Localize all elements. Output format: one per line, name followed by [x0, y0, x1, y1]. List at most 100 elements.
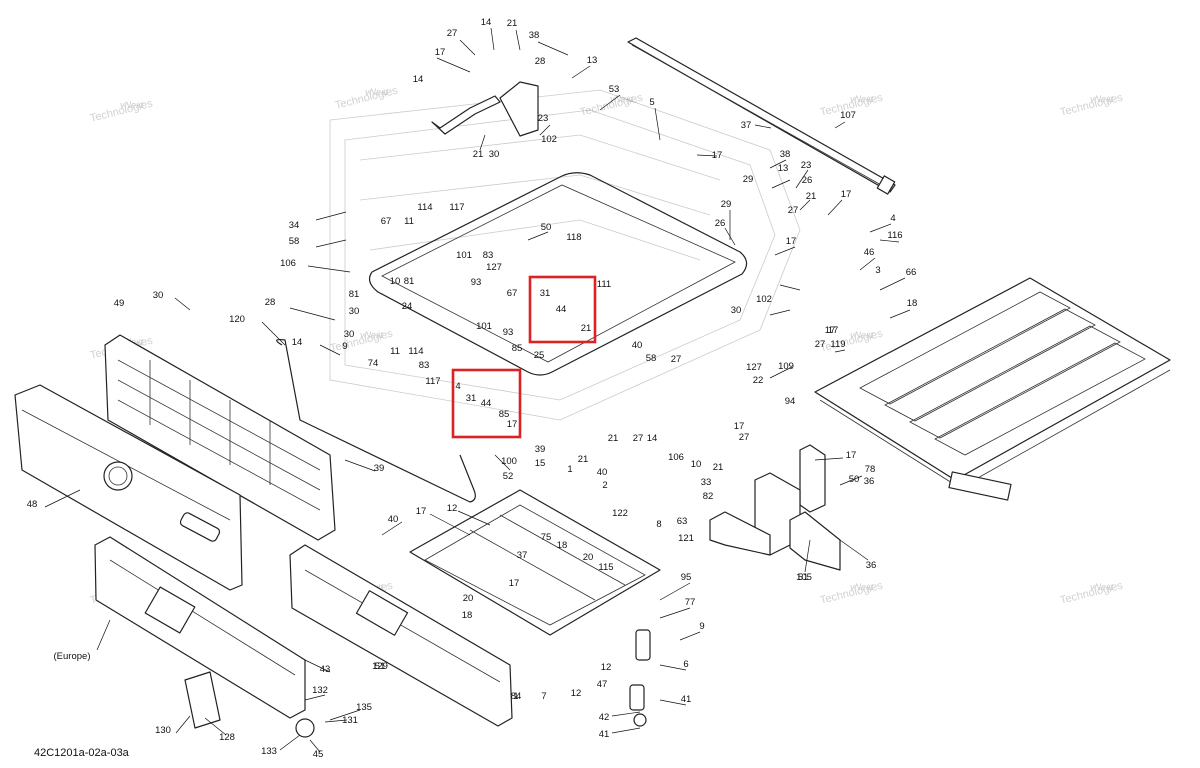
highlight-box-1[interactable]	[528, 275, 597, 344]
leader-line	[174, 297, 191, 311]
callout-label: 53	[609, 84, 620, 95]
callout-label: 81	[349, 289, 360, 300]
leader-line	[654, 107, 661, 141]
callout-label: 48	[27, 499, 38, 510]
leader-line	[774, 246, 796, 256]
callout-label: 93	[503, 327, 514, 338]
callout-label: 17	[509, 578, 520, 589]
callout-label: 1	[513, 691, 518, 702]
callout-label: 78	[865, 464, 876, 475]
watermark-line1: vNext	[850, 330, 874, 340]
callout-label: 20	[463, 593, 474, 604]
watermark-line1: vNext	[850, 94, 874, 104]
highlight-callout-label: 44	[481, 398, 492, 409]
callout-label: 111	[597, 279, 611, 290]
highlight-callout-label: 44	[556, 304, 567, 315]
callout-label: 115	[598, 562, 613, 573]
leader-line	[329, 709, 361, 721]
tailgate-cover-48	[14, 384, 243, 591]
callout-label: 41	[599, 729, 610, 740]
highlight-callout-label: 21	[581, 323, 592, 334]
callout-label: 9	[342, 341, 347, 352]
callout-label: 101	[456, 250, 472, 261]
callout-label: 21	[578, 454, 589, 465]
callout-label: 77	[685, 597, 696, 608]
callout-label: 25	[534, 350, 545, 361]
leader-line	[839, 539, 869, 561]
callout-label: 20	[583, 552, 594, 563]
callout-label: 21	[806, 191, 817, 202]
panel-51	[289, 544, 513, 727]
leader-line	[515, 29, 521, 51]
callout-label: 119	[830, 339, 845, 350]
callout-label: 83	[483, 250, 494, 261]
callout-label: 12	[601, 662, 612, 673]
callout-label: 29	[721, 199, 732, 210]
callout-label: 50	[541, 222, 552, 233]
leader-line	[479, 134, 486, 151]
callout-label: 40	[388, 514, 399, 525]
leader-line	[827, 199, 843, 216]
leader-line	[769, 366, 793, 379]
callout-label: 9	[699, 621, 704, 632]
callout-label: 105	[796, 572, 812, 583]
leader-line	[779, 284, 801, 291]
callout-label: 33	[701, 477, 712, 488]
callout-label: 114	[408, 346, 423, 357]
callout-label: 27	[788, 205, 799, 216]
callout-label: 45	[313, 749, 324, 760]
callout-label: 37	[517, 550, 528, 561]
callout-label: 13	[587, 55, 598, 66]
callout-label: 18	[462, 610, 473, 621]
watermark-line1: vNext	[360, 330, 384, 340]
callout-label: 41	[681, 694, 692, 705]
leader-line	[381, 521, 403, 536]
callout-label: 27	[815, 339, 826, 350]
callout-label: 117	[425, 376, 440, 387]
callout-label: 94	[785, 396, 796, 407]
highlight-callout-label: 31	[540, 288, 551, 299]
callout-label: 132	[312, 685, 328, 696]
highlight-box-2[interactable]	[451, 368, 522, 439]
callout-label: 5	[649, 97, 654, 108]
leader-line	[307, 265, 351, 273]
callout-label: 127	[486, 262, 502, 273]
callout-label: 2	[602, 480, 607, 491]
callout-label: 83	[419, 360, 430, 371]
callout-label: 21	[507, 18, 518, 29]
callout-label: 14	[413, 74, 424, 85]
callout-label: 17	[825, 325, 836, 336]
callout-label: 30	[349, 306, 360, 317]
callout-label: 131	[342, 715, 358, 726]
leader-line	[204, 717, 227, 736]
callout-label: 21	[473, 149, 484, 160]
callout-label: 120	[229, 314, 245, 325]
leader-line	[96, 619, 111, 651]
callout-label: 1	[567, 464, 572, 475]
callout-label: 106	[668, 452, 684, 463]
callout-label: 42	[599, 712, 610, 723]
watermark-line1: vNext	[610, 94, 634, 104]
callout-label: 106	[280, 258, 296, 269]
leader-line	[304, 659, 331, 673]
callout-label: 17	[786, 236, 797, 247]
callout-label: 82	[703, 491, 714, 502]
callout-label: 128	[219, 732, 235, 743]
leader-line	[599, 94, 621, 111]
callout-label: 135	[356, 702, 372, 713]
leader-line	[315, 239, 347, 248]
callout-label: 30	[489, 149, 500, 160]
callout-label: 36	[864, 476, 875, 487]
callout-label: 13	[778, 163, 789, 174]
leader-line	[659, 699, 687, 706]
leader-line	[659, 582, 691, 601]
watermark-line1: vNext	[1090, 582, 1114, 592]
leader-line	[679, 631, 701, 641]
callout-label: 18	[907, 298, 918, 309]
leader-line	[309, 739, 321, 753]
callout-label: 50	[849, 474, 860, 485]
callout-label: 17	[435, 47, 446, 58]
callout-label: 34	[289, 220, 300, 231]
bracket-133	[184, 671, 315, 738]
